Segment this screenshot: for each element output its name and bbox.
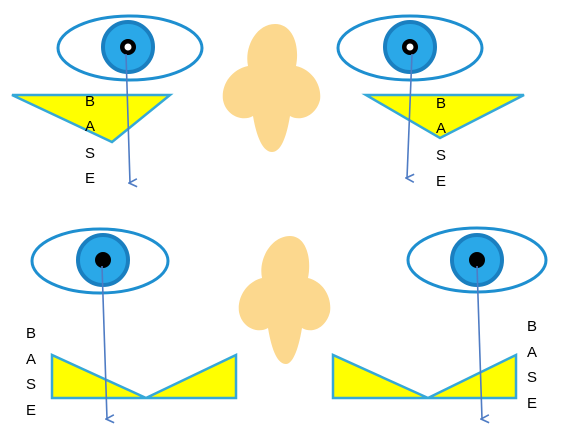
nose-top (223, 24, 321, 152)
pupil-bottom-left (95, 252, 111, 268)
base-label-bottom-right-b: B (522, 318, 542, 336)
base-label-top-right-e: E (431, 173, 451, 191)
prism-bottom-left-a (52, 355, 146, 398)
panel-bottom-left (32, 229, 236, 419)
base-label-bottom-left-e: E (21, 402, 41, 420)
base-label-top-right-a: A (431, 120, 451, 138)
panel-bottom-right (333, 228, 546, 419)
base-label-top-left-a: A (80, 118, 100, 136)
base-label-bottom-left-s: S (21, 376, 41, 394)
base-label-bottom-right-s: S (522, 369, 542, 387)
base-label-top-left-b: B (80, 93, 100, 111)
prism-bottom-right-b (428, 355, 516, 398)
base-label-bottom-left-b: B (21, 325, 41, 343)
pupil-highlight-top-left (125, 44, 132, 51)
base-label-top-right-s: S (431, 147, 451, 165)
pupil-highlight-top-right (407, 44, 414, 51)
base-label-top-left-s: S (80, 145, 100, 163)
nose-bottom (239, 236, 331, 364)
panel-top-left (12, 16, 202, 183)
prism-bottom-left-b (146, 355, 236, 398)
base-label-bottom-right-e: E (522, 395, 542, 413)
base-label-bottom-left-a: A (21, 351, 41, 369)
prism-bottom-right-a (333, 355, 428, 398)
base-label-top-left-e: E (80, 170, 100, 188)
base-label-bottom-right-a: A (522, 344, 542, 362)
base-label-top-right-b: B (431, 95, 451, 113)
pupil-bottom-right (469, 252, 485, 268)
